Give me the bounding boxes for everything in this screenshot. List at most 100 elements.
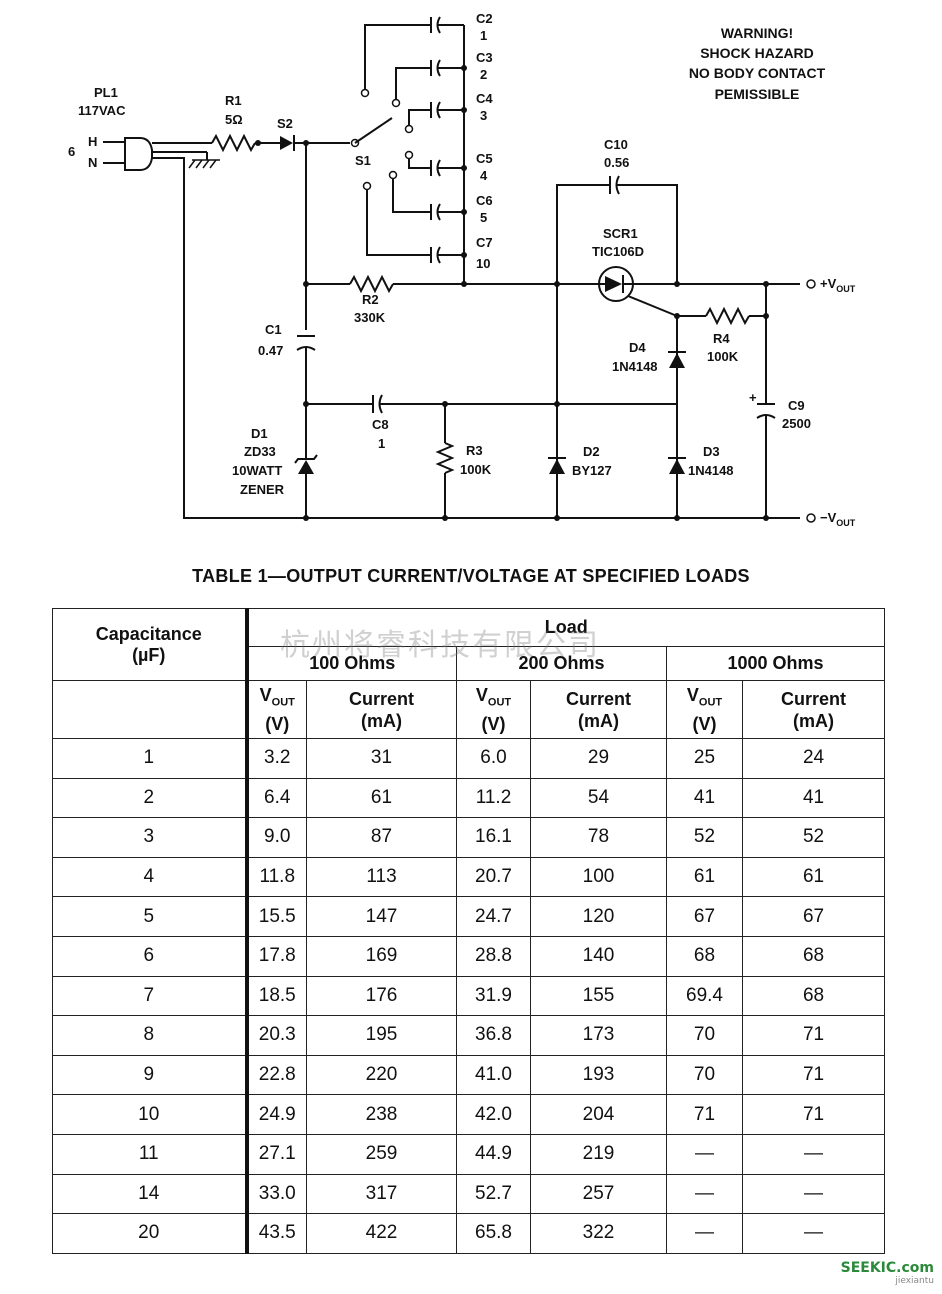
load-header: Load xyxy=(245,608,886,647)
table-cell: 15.5 xyxy=(246,896,307,937)
table-cell: 16.1 xyxy=(456,817,531,858)
table-cell: 204 xyxy=(530,1094,667,1135)
table-cell: 169 xyxy=(306,935,457,977)
table-cell: 71 xyxy=(666,1094,743,1135)
capacitance-cell: 14 xyxy=(52,1173,249,1215)
capacitance-cell: 6 xyxy=(52,935,249,977)
table-cell: 71 xyxy=(741,1015,886,1056)
table-cell: 219 xyxy=(530,1133,667,1175)
table-cell: 41.0 xyxy=(456,1054,531,1096)
table-cell: 257 xyxy=(530,1173,667,1215)
table-cell: 27.1 xyxy=(246,1133,307,1175)
warning-text: WARNING! SHOCK HAZARD NO BODY CONTACT PE… xyxy=(689,25,826,102)
capacitance-cell: 20 xyxy=(52,1213,249,1254)
table-cell: 52.7 xyxy=(456,1173,531,1215)
vout-header-200: VOUT(V) xyxy=(456,680,531,739)
c7-ref: C7 xyxy=(476,235,493,250)
table-cell: 17.8 xyxy=(246,935,307,977)
r2-value: 330K xyxy=(354,310,386,325)
table-cell: 100 xyxy=(530,856,667,898)
table-cell: 61 xyxy=(306,777,457,819)
table-cell: 78 xyxy=(530,817,667,858)
c4-value: 3 xyxy=(480,108,487,123)
load-1000-ohms: 1000 Ohms xyxy=(665,646,886,681)
pl1-ref: PL1 xyxy=(94,85,118,100)
table-cell: 322 xyxy=(530,1213,667,1254)
d4-value: 1N4148 xyxy=(612,359,658,374)
pl1-six: 6 xyxy=(68,144,75,159)
table-cell: 65.8 xyxy=(456,1213,531,1254)
table-title: TABLE 1—OUTPUT CURRENT/VOLTAGE AT SPECIF… xyxy=(192,566,750,586)
c10-value: 0.56 xyxy=(604,155,629,170)
d1-ref: D1 xyxy=(251,426,268,441)
table-cell: 155 xyxy=(530,975,667,1017)
s2-label: S2 xyxy=(277,116,293,131)
r4-ref: R4 xyxy=(713,331,730,346)
table-cell: 3.2 xyxy=(246,738,307,779)
d1-desc1: 10WATT xyxy=(232,463,282,478)
c5-ref: C5 xyxy=(476,151,493,166)
pl1-n: N xyxy=(88,155,97,170)
vout-neg-label: −VOUT xyxy=(820,510,856,528)
table-cell: 70 xyxy=(666,1015,743,1056)
table-cell: 61 xyxy=(741,856,886,898)
scr1: SCR1 TIC106D xyxy=(592,226,800,317)
r3-ref: R3 xyxy=(466,443,483,458)
capacitance-cell: 8 xyxy=(52,1015,249,1056)
table-cell: 238 xyxy=(306,1094,457,1135)
table-cell: 67 xyxy=(741,896,886,937)
resistor-r2 xyxy=(349,274,394,294)
site-logo: SEEKIC.com jiexiantu xyxy=(841,1260,934,1286)
current-header-200: Current(mA) xyxy=(530,680,667,739)
capacitor-bank xyxy=(425,16,467,284)
table-cell: 176 xyxy=(306,975,457,1017)
scr1-ref: SCR1 xyxy=(603,226,638,241)
d2-value: BY127 xyxy=(572,463,612,478)
load-table: Capacitance (µF) Load 100 Ohms 200 Ohms … xyxy=(52,608,886,1254)
table-cell: 25 xyxy=(666,738,743,779)
table-cell: 52 xyxy=(666,817,743,858)
warning-line-1: WARNING! xyxy=(721,25,793,41)
table-cell: 36.8 xyxy=(456,1015,531,1056)
table-cell: 9.0 xyxy=(246,817,307,858)
table-cell: 71 xyxy=(741,1094,886,1135)
warning-line-4: PEMISSIBLE xyxy=(715,86,800,102)
d2-ref: D2 xyxy=(583,444,600,459)
circuit-schematic: WARNING! SHOCK HAZARD NO BODY CONTACT PE… xyxy=(68,11,856,528)
table-cell: 18.5 xyxy=(246,975,307,1017)
d1-value: ZD33 xyxy=(244,444,276,459)
table-cell: 68 xyxy=(666,935,743,977)
switch-s1: S1 xyxy=(350,88,414,191)
table-cell: 44.9 xyxy=(456,1133,531,1175)
capacitance-header-cell: Capacitance (µF) xyxy=(52,608,249,681)
table-cell: 68 xyxy=(741,935,886,977)
capacitance-cell: 5 xyxy=(52,896,249,937)
table-cell: — xyxy=(666,1173,743,1215)
pl1-h: H xyxy=(88,134,97,149)
capacitance-cell: 11 xyxy=(52,1133,249,1175)
c10-ref: C10 xyxy=(604,137,628,152)
c2-value: 1 xyxy=(480,28,487,43)
table-cell: 20.3 xyxy=(246,1015,307,1056)
load-100-ohms: 100 Ohms xyxy=(246,646,457,681)
switch-s2: S2 xyxy=(277,116,295,151)
c7-value: 10 xyxy=(476,256,490,271)
table-cell: 61 xyxy=(666,856,743,898)
table-cell: 193 xyxy=(530,1054,667,1096)
table-cell: 422 xyxy=(306,1213,457,1254)
table-cell: — xyxy=(741,1133,886,1175)
c2-ref: C2 xyxy=(476,11,493,26)
neutral-wire xyxy=(152,157,800,519)
table-cell: 195 xyxy=(306,1015,457,1056)
plug-pl1: PL1 117VAC H N 6 xyxy=(68,85,153,171)
capacitance-cell: 9 xyxy=(52,1054,249,1096)
resistor-r4 xyxy=(705,306,750,326)
